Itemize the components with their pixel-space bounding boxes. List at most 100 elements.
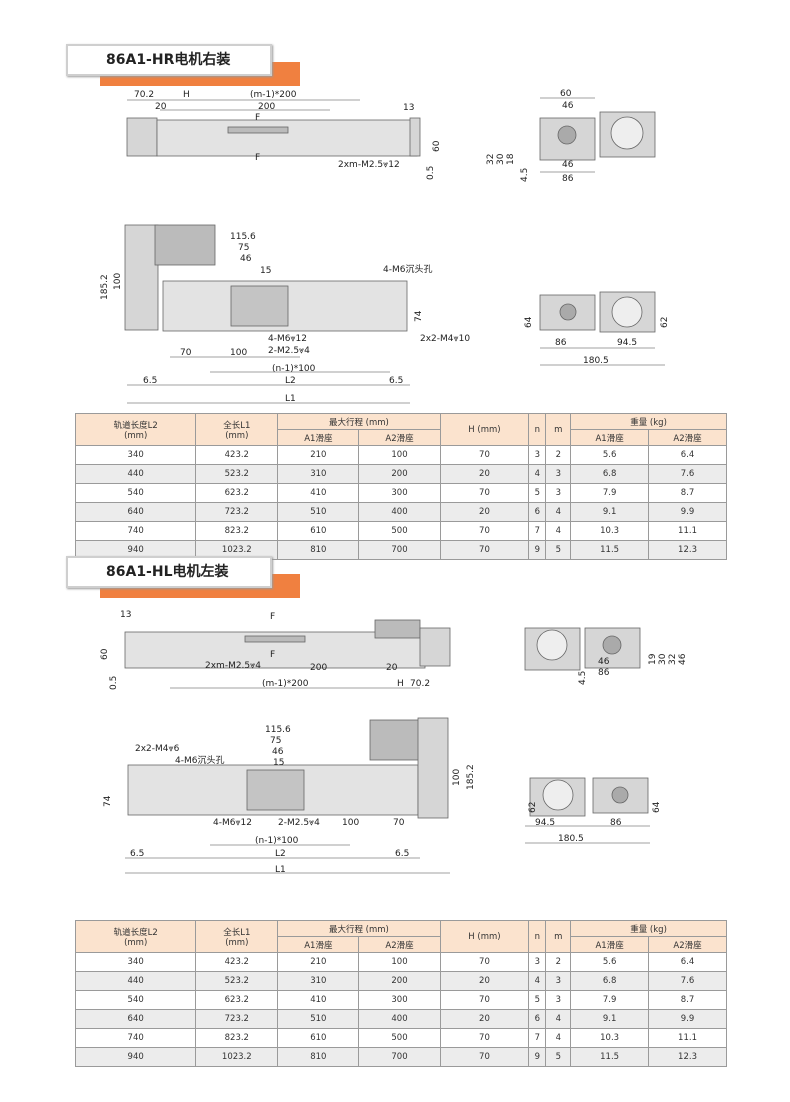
dimension-label: 64 [652,801,662,813]
table-cell: 10.3 [570,521,650,541]
dimension-label: 15 [260,266,272,276]
table-cell: 7.6 [648,971,727,991]
header-n: n [528,413,547,446]
table-cell: 210 [277,952,360,972]
table-cell: 523.2 [195,971,279,991]
table-cell: 11.1 [648,521,727,541]
dimension-label: H [397,679,404,689]
header-stroke: 最大行程 (mm) [277,920,441,937]
dimension-label: 94.5 [617,338,638,348]
table-cell: 9 [528,540,547,560]
dimension-label: 70.2 [134,90,155,100]
table-cell: 723.2 [195,502,279,522]
table-cell: 70 [439,483,530,503]
table-cell: 623.2 [195,483,279,503]
dimension-label: 46 [240,254,252,264]
table-cell: 440 [74,971,197,991]
table-cell: 423.2 [195,952,279,972]
header-unit: (mm) [225,430,249,441]
table-cell: 6 [528,1009,547,1029]
dimension-label: 13 [120,610,132,620]
dimension-label: (n-1)*100 [272,364,316,374]
header-text: 全长L1 [223,420,251,431]
dimension-label: 6.5 [143,376,158,386]
dimension-label: 46 [272,747,284,757]
table-cell: 20 [439,1009,530,1029]
table-cell: 540 [74,483,197,503]
header-text: 轨道长度L2 [113,420,158,431]
table-cell: 70 [439,1047,530,1067]
table-cell: 1023.2 [195,1047,279,1067]
header-unit: (mm) [124,937,148,948]
header-a2: A2滑座 [648,429,727,446]
dimension-label: F [270,650,276,660]
dimension-label: 46 [562,101,574,111]
table-cell: 7 [528,521,547,541]
table-cell: 70 [439,540,530,560]
table-cell: 300 [358,990,441,1010]
table-cell: 410 [277,990,360,1010]
dimension-label: F [255,153,261,163]
dimension-label: 4-M6⩔12 [213,818,252,828]
dimension-label: 180.5 [558,834,584,844]
table-cell: 8.7 [648,990,727,1010]
header-a1: A1滑座 [570,429,650,446]
header-m: m [545,920,572,953]
table-cell: 523.2 [195,464,279,484]
table-cell: 9.1 [570,1009,650,1029]
table-cell: 5 [545,540,572,560]
header-l1: 全长L1(mm) [195,920,279,953]
table-cell: 2 [545,952,572,972]
table-cell: 400 [358,502,441,522]
dimension-label: 19 [648,653,658,665]
dimension-label: 4-M6沉头孔 [175,756,225,766]
header-a1: A1滑座 [277,429,360,446]
rail-side [156,119,418,157]
header-h: H (mm) [439,413,530,446]
table-cell: 700 [358,540,441,560]
table-cell: 4 [528,464,547,484]
table-cell: 9.1 [570,502,650,522]
dimension-label: 46 [562,160,574,170]
table-cell: 9 [528,1047,547,1067]
table-cell: 7.9 [570,483,650,503]
table-cell: 12.3 [648,540,727,560]
table-cell: 940 [74,1047,197,1067]
dimension-label: 75 [238,243,250,253]
table-cell: 70 [439,521,530,541]
table-cell: 540 [74,990,197,1010]
table-cell: 340 [74,445,197,465]
table-cell: 6.8 [570,971,650,991]
table-cell: 5 [528,990,547,1010]
dimension-label: 13 [403,103,415,113]
table-cell: 210 [277,445,360,465]
dimension-label: 6.5 [395,849,410,859]
dimension-label: 4.5 [520,167,530,182]
dimension-label: L2 [275,849,286,859]
table-cell: 4 [545,1009,572,1029]
dimension-label: (m-1)*200 [262,679,309,689]
table-cell: 823.2 [195,521,279,541]
table-cell: 5 [545,1047,572,1067]
dimension-label: 100 [342,818,360,828]
header-unit: (mm) [225,937,249,948]
header-l1: 全长L1(mm) [195,413,279,446]
table-cell: 2 [545,445,572,465]
dimension-label: 4-M6沉头孔 [383,265,433,275]
dimension-label: 0.5 [109,675,119,690]
table-cell: 7.6 [648,464,727,484]
dimension-label: 4.5 [578,670,588,685]
dimension-label: 86 [610,818,622,828]
table-cell: 5.6 [570,952,650,972]
table-cell: 310 [277,464,360,484]
dimension-label: 4-M6⩔12 [268,334,307,344]
